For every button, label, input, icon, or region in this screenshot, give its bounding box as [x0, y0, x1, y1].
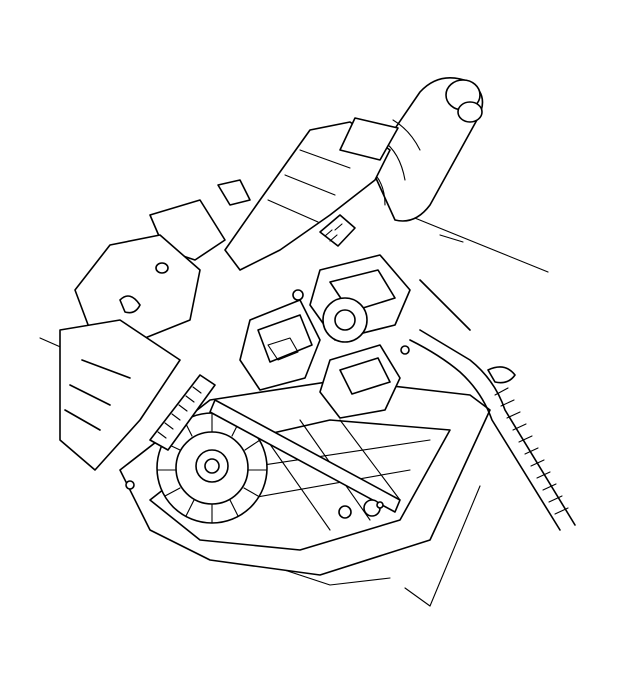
wiring-harness [409, 279, 576, 531]
switch-block-center [309, 254, 411, 343]
link-rod [209, 399, 401, 519]
sector-gear [149, 374, 216, 451]
pinion-gear [319, 214, 356, 247]
gear-wheel-large [156, 412, 268, 524]
column-bracket [224, 117, 399, 271]
housing-plate [59, 179, 251, 471]
fastener-details [125, 289, 410, 509]
steering-column-tube [367, 76, 484, 222]
switch-block-right [319, 344, 401, 419]
switch-block-left [239, 299, 321, 391]
